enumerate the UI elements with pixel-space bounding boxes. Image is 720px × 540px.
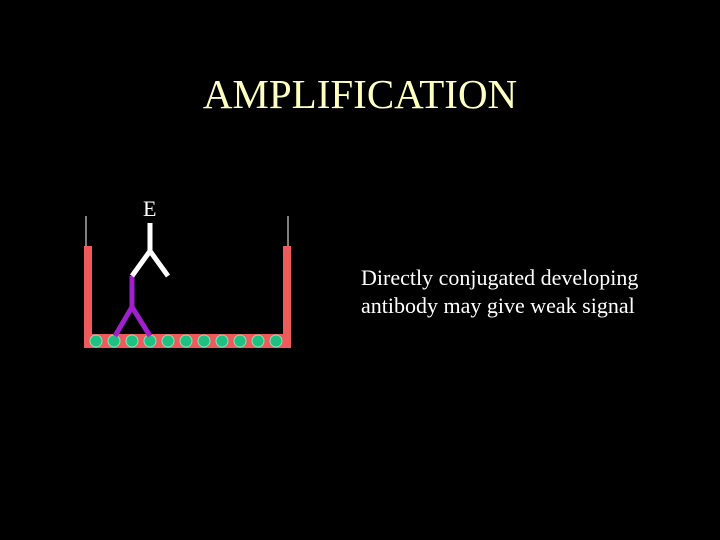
antigen-bead bbox=[161, 334, 175, 348]
antigen-bead bbox=[251, 334, 265, 348]
well-wall-left bbox=[84, 246, 92, 348]
well-wall-right bbox=[283, 246, 291, 348]
slide-title: AMPLIFICATION bbox=[202, 71, 518, 117]
antigen-row bbox=[89, 334, 283, 348]
enzyme-label: E bbox=[143, 196, 157, 221]
antigen-bead bbox=[89, 334, 103, 348]
caption-line-2: antibody may give weak signal bbox=[361, 293, 635, 318]
antigen-bead bbox=[269, 334, 283, 348]
antigen-bead bbox=[107, 334, 121, 348]
caption-line-1: Directly conjugated developing bbox=[361, 265, 639, 290]
antigen-bead bbox=[179, 334, 193, 348]
antigen-bead bbox=[215, 334, 229, 348]
caption: Directly conjugated developing antibody … bbox=[361, 264, 701, 320]
antigen-bead bbox=[197, 334, 211, 348]
primary-antibody bbox=[112, 276, 153, 338]
secondary-antibody bbox=[129, 223, 171, 278]
antigen-bead bbox=[143, 334, 157, 348]
antigen-bead bbox=[233, 334, 247, 348]
antigen-bead bbox=[125, 334, 139, 348]
